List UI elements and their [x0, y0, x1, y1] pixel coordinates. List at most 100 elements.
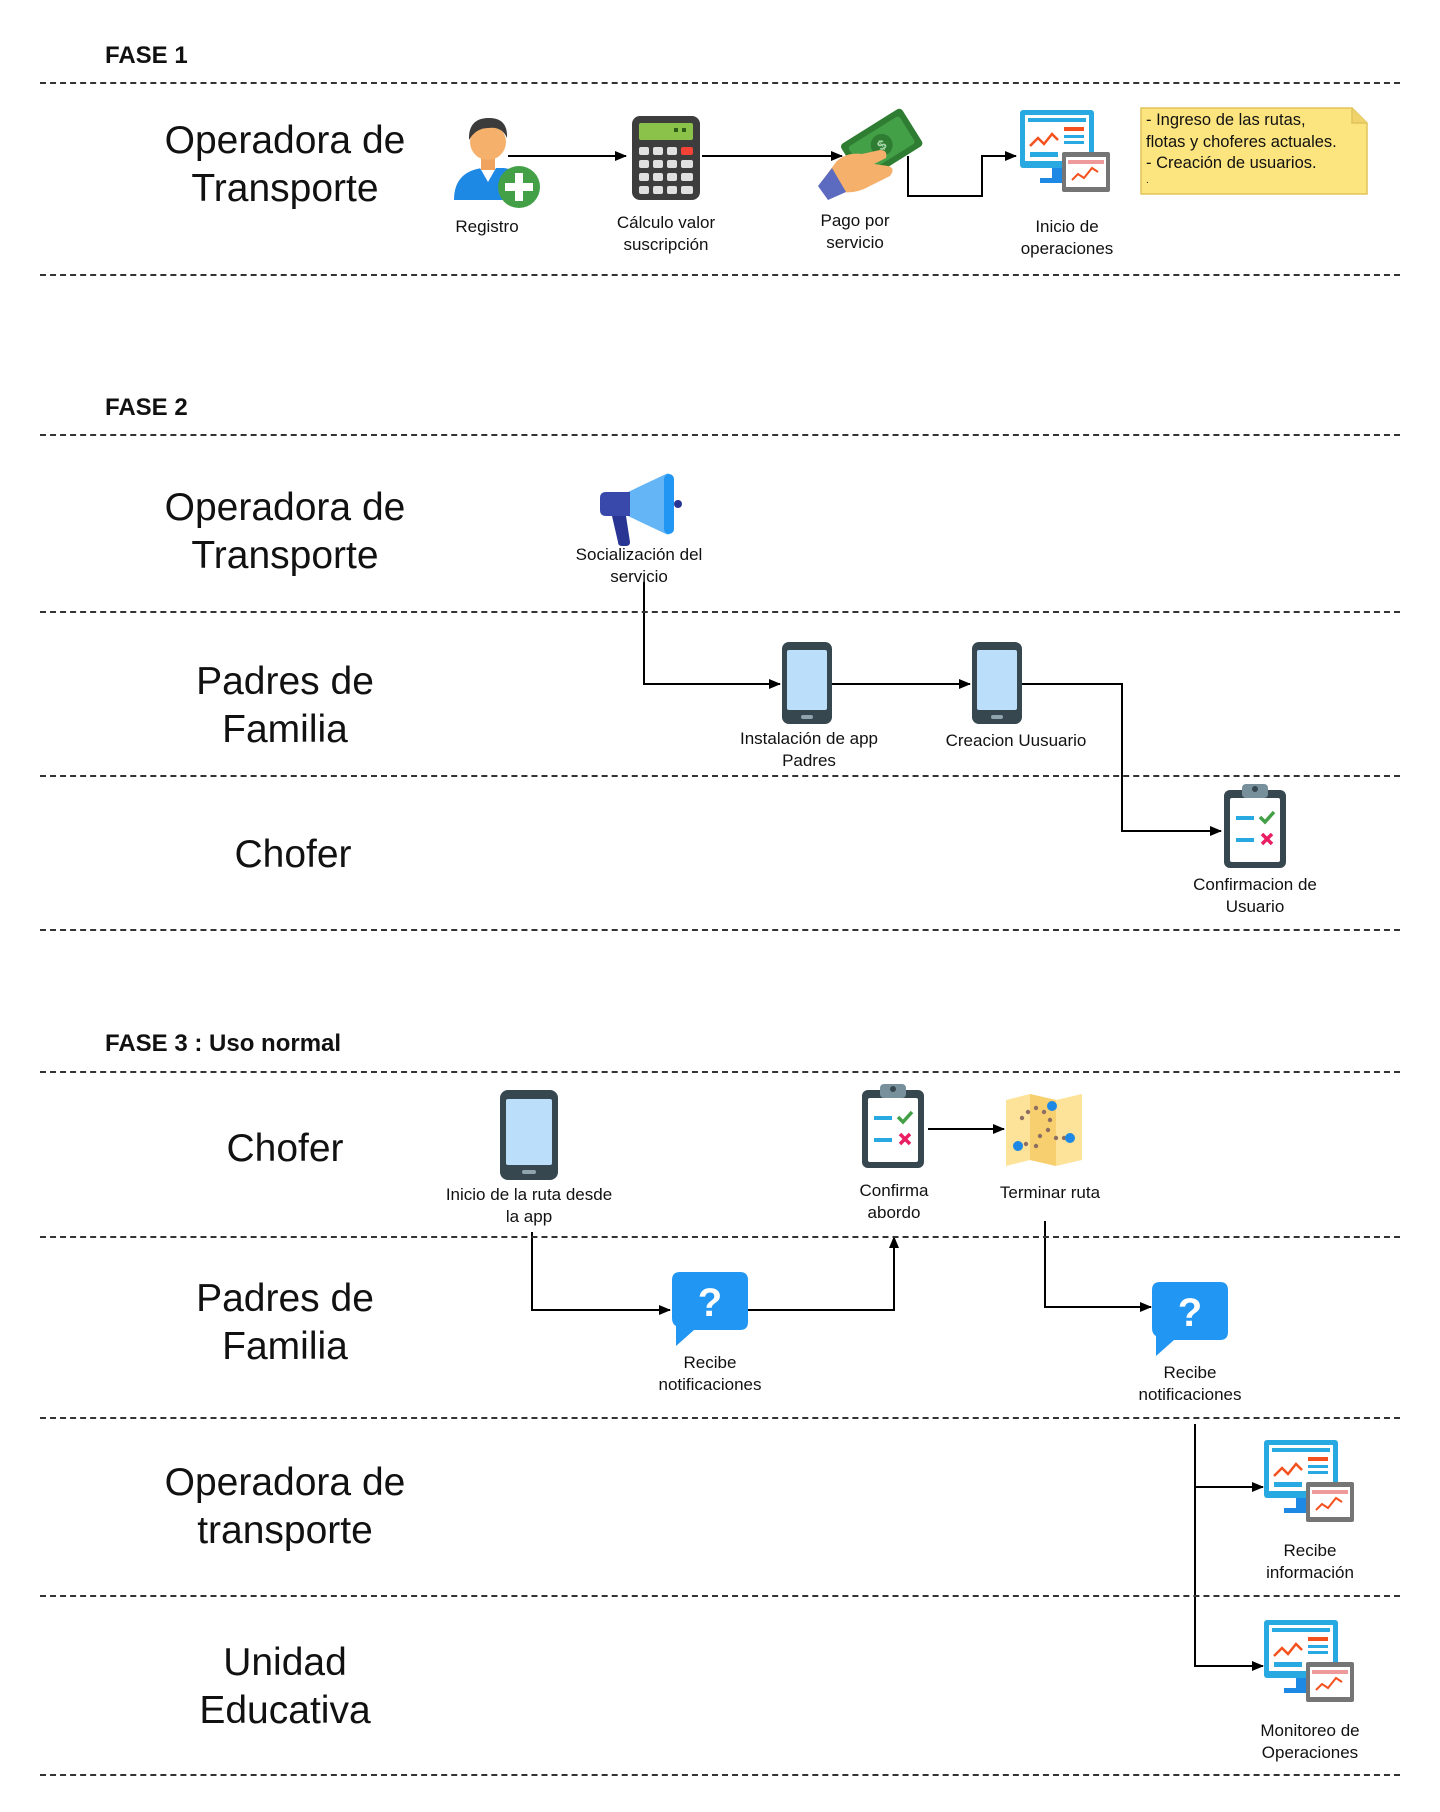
- lane-label-line: Educativa: [199, 1689, 371, 1732]
- note-line: - Ingreso de las rutas,: [1146, 111, 1306, 129]
- sticky-note: [1140, 107, 1368, 195]
- lane-label-line: Padres de: [196, 660, 374, 703]
- add-user-icon: [454, 118, 540, 208]
- step-label-monitoreo: Monitoreo de Operaciones: [1240, 1720, 1380, 1764]
- step-label-line: la app: [505, 1207, 553, 1226]
- lane-label-operadora-f2: Operadora de Transporte: [120, 484, 450, 580]
- clipboard-checklist-icon: [1224, 784, 1286, 868]
- phase-3-title: FASE 3 : Uso normal: [105, 1030, 342, 1057]
- step-label-line: suscripción: [623, 235, 709, 254]
- step-label-line: Confirma: [859, 1181, 929, 1200]
- step-label-socializacion: Socialización del servicio: [556, 544, 722, 588]
- route-map-icon: [1006, 1094, 1082, 1166]
- step-label-line: servicio: [610, 567, 668, 586]
- step-label-line: Padres: [782, 751, 836, 770]
- lane-label-line: Chofer: [226, 1127, 344, 1170]
- connector-notif2-recibeinfo: [1194, 1424, 1264, 1492]
- lane-label-line: Unidad: [223, 1641, 347, 1684]
- lane-separator: [40, 274, 1400, 276]
- connector-pago-inicio: [907, 151, 1017, 197]
- lane-label-line: Padres de: [196, 1277, 374, 1320]
- lane-separator: [40, 929, 1400, 931]
- step-label-recibe-informacion: Recibe información: [1240, 1540, 1380, 1584]
- step-label-pago: Pago por servicio: [790, 210, 920, 254]
- step-label-line: Socialización del: [575, 545, 703, 564]
- calculator-icon: [632, 116, 700, 200]
- step-label-confirmacion: Confirmacion de Usuario: [1172, 874, 1338, 918]
- svg-text:?: ?: [698, 1281, 722, 1325]
- connector-socializacion-instalacion: [643, 582, 781, 689]
- smartphone-icon: [782, 642, 832, 724]
- lane-label-padres-f3: Padres de Familia: [120, 1275, 450, 1371]
- step-label-line: Instalación de app: [740, 729, 878, 748]
- lane-separator: [40, 1774, 1400, 1776]
- connector-notif1-confirma: [746, 1236, 899, 1311]
- lane-label-chofer-f2: Chofer: [128, 831, 458, 879]
- step-label-terminar-ruta: Terminar ruta: [980, 1182, 1120, 1204]
- lane-label-line: Operadora de: [164, 119, 406, 162]
- lane-separator: [40, 434, 1400, 436]
- step-label-inicio-operaciones: Inicio de operaciones: [1000, 216, 1134, 260]
- connector-creacion-confirmacion: [1020, 683, 1222, 836]
- lane-label-padres-f2: Padres de Familia: [120, 658, 450, 754]
- step-label-line: Inicio de: [1035, 217, 1099, 236]
- step-label-line: información: [1266, 1563, 1354, 1582]
- step-label-recibe-notificaciones: Recibe notificaciones: [640, 1352, 780, 1396]
- step-label-confirma-abordo: Confirma abordo: [834, 1180, 954, 1224]
- step-label-line: Recibe: [1163, 1363, 1217, 1382]
- step-label-registro: Registro: [432, 216, 542, 238]
- step-label-line: Registro: [455, 217, 519, 236]
- step-label-line: notificaciones: [1138, 1385, 1242, 1404]
- payment-hand-icon: $: [818, 108, 923, 200]
- step-label-line: operaciones: [1020, 239, 1114, 258]
- step-label-line: Creacion Uusuario: [945, 731, 1087, 750]
- step-label-line: Pago por: [820, 211, 890, 230]
- note-line: flotas y choferes actuales.: [1146, 132, 1337, 151]
- step-label-recibe-notificaciones: Recibe notificaciones: [1120, 1362, 1260, 1406]
- step-label-line: Operaciones: [1261, 1743, 1359, 1762]
- step-label-line: notificaciones: [658, 1375, 762, 1394]
- connector-terminar-notif2: [1044, 1221, 1152, 1312]
- step-label-line: Recibe: [683, 1353, 737, 1372]
- step-label-line: servicio: [826, 233, 884, 252]
- note-line: - Creación de usuarios.: [1146, 154, 1317, 172]
- question-bubble-icon: ?: [1152, 1282, 1228, 1356]
- lane-label-line: Chofer: [234, 833, 352, 876]
- svg-text:?: ?: [1178, 1291, 1202, 1335]
- step-label-line: abordo: [867, 1203, 921, 1222]
- step-label-line: Terminar ruta: [999, 1183, 1101, 1202]
- note-line: .: [1146, 174, 1149, 186]
- step-label-line: Cálculo valor: [616, 213, 716, 232]
- sticky-note-text: - Ingreso de las rutas, flotas y chofere…: [1146, 110, 1368, 187]
- question-bubble-icon: ?: [672, 1272, 748, 1346]
- step-label-line: Recibe: [1283, 1541, 1337, 1560]
- connector-inicioruta-notif1: [531, 1232, 671, 1315]
- lane-separator: [40, 82, 1400, 84]
- smartphone-icon: [972, 642, 1022, 724]
- lane-label-line: transporte: [197, 1509, 373, 1552]
- step-label-inicio-ruta: Inicio de la ruta desde la app: [424, 1184, 634, 1228]
- lane-label-line: Transporte: [191, 534, 379, 577]
- lane-label-line: Transporte: [191, 167, 379, 210]
- megaphone-icon: [600, 473, 682, 546]
- lane-label-chofer-f3: Chofer: [120, 1125, 450, 1173]
- lane-separator: [40, 1595, 1400, 1597]
- lane-label-operadora-f1: Operadora de Transporte: [120, 117, 450, 213]
- step-label-line: Confirmacion de: [1193, 875, 1317, 894]
- lane-label-line: Operadora de: [164, 486, 406, 529]
- step-label-line: Usuario: [1225, 897, 1285, 916]
- lane-label-unidad-f3: Unidad Educativa: [120, 1639, 450, 1735]
- phase-1-title: FASE 1: [105, 42, 188, 69]
- lane-label-line: Familia: [222, 1325, 348, 1368]
- step-label-calculo: Cálculo valor suscripción: [586, 212, 746, 256]
- lane-separator: [40, 775, 1400, 777]
- lane-label-line: Operadora de: [164, 1461, 406, 1504]
- monitor-dashboard-icon: [1264, 1440, 1354, 1522]
- monitor-dashboard-icon: [1020, 110, 1110, 192]
- lane-label-line: Familia: [222, 708, 348, 751]
- clipboard-checklist-icon: [862, 1084, 924, 1168]
- lane-separator: [40, 1417, 1400, 1419]
- phase-2-title: FASE 2: [105, 394, 188, 421]
